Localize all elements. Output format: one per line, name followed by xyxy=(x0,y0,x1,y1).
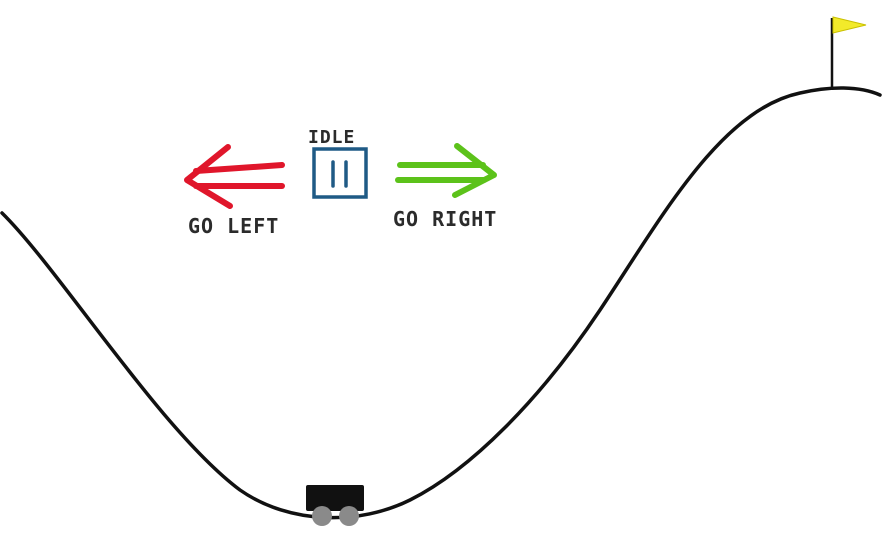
go-right-label: GO RIGHT xyxy=(393,207,497,231)
pause-icon xyxy=(312,147,368,199)
go-right-button[interactable]: GO RIGHT xyxy=(393,143,497,231)
go-left-label: GO LEFT xyxy=(188,214,279,238)
car-wheel-right xyxy=(339,506,359,526)
mountain-track xyxy=(0,86,882,520)
goal-flag xyxy=(830,16,867,90)
right-arrow-icon xyxy=(395,143,497,198)
go-left-button[interactable]: GO LEFT xyxy=(184,144,285,238)
car-wheel-left xyxy=(312,506,332,526)
car xyxy=(306,485,364,526)
flag-icon xyxy=(832,16,867,34)
car-icon xyxy=(306,485,364,511)
idle-label: IDLE xyxy=(308,127,355,148)
idle-button[interactable]: IDLE xyxy=(308,127,368,199)
left-arrow-icon xyxy=(184,144,285,209)
